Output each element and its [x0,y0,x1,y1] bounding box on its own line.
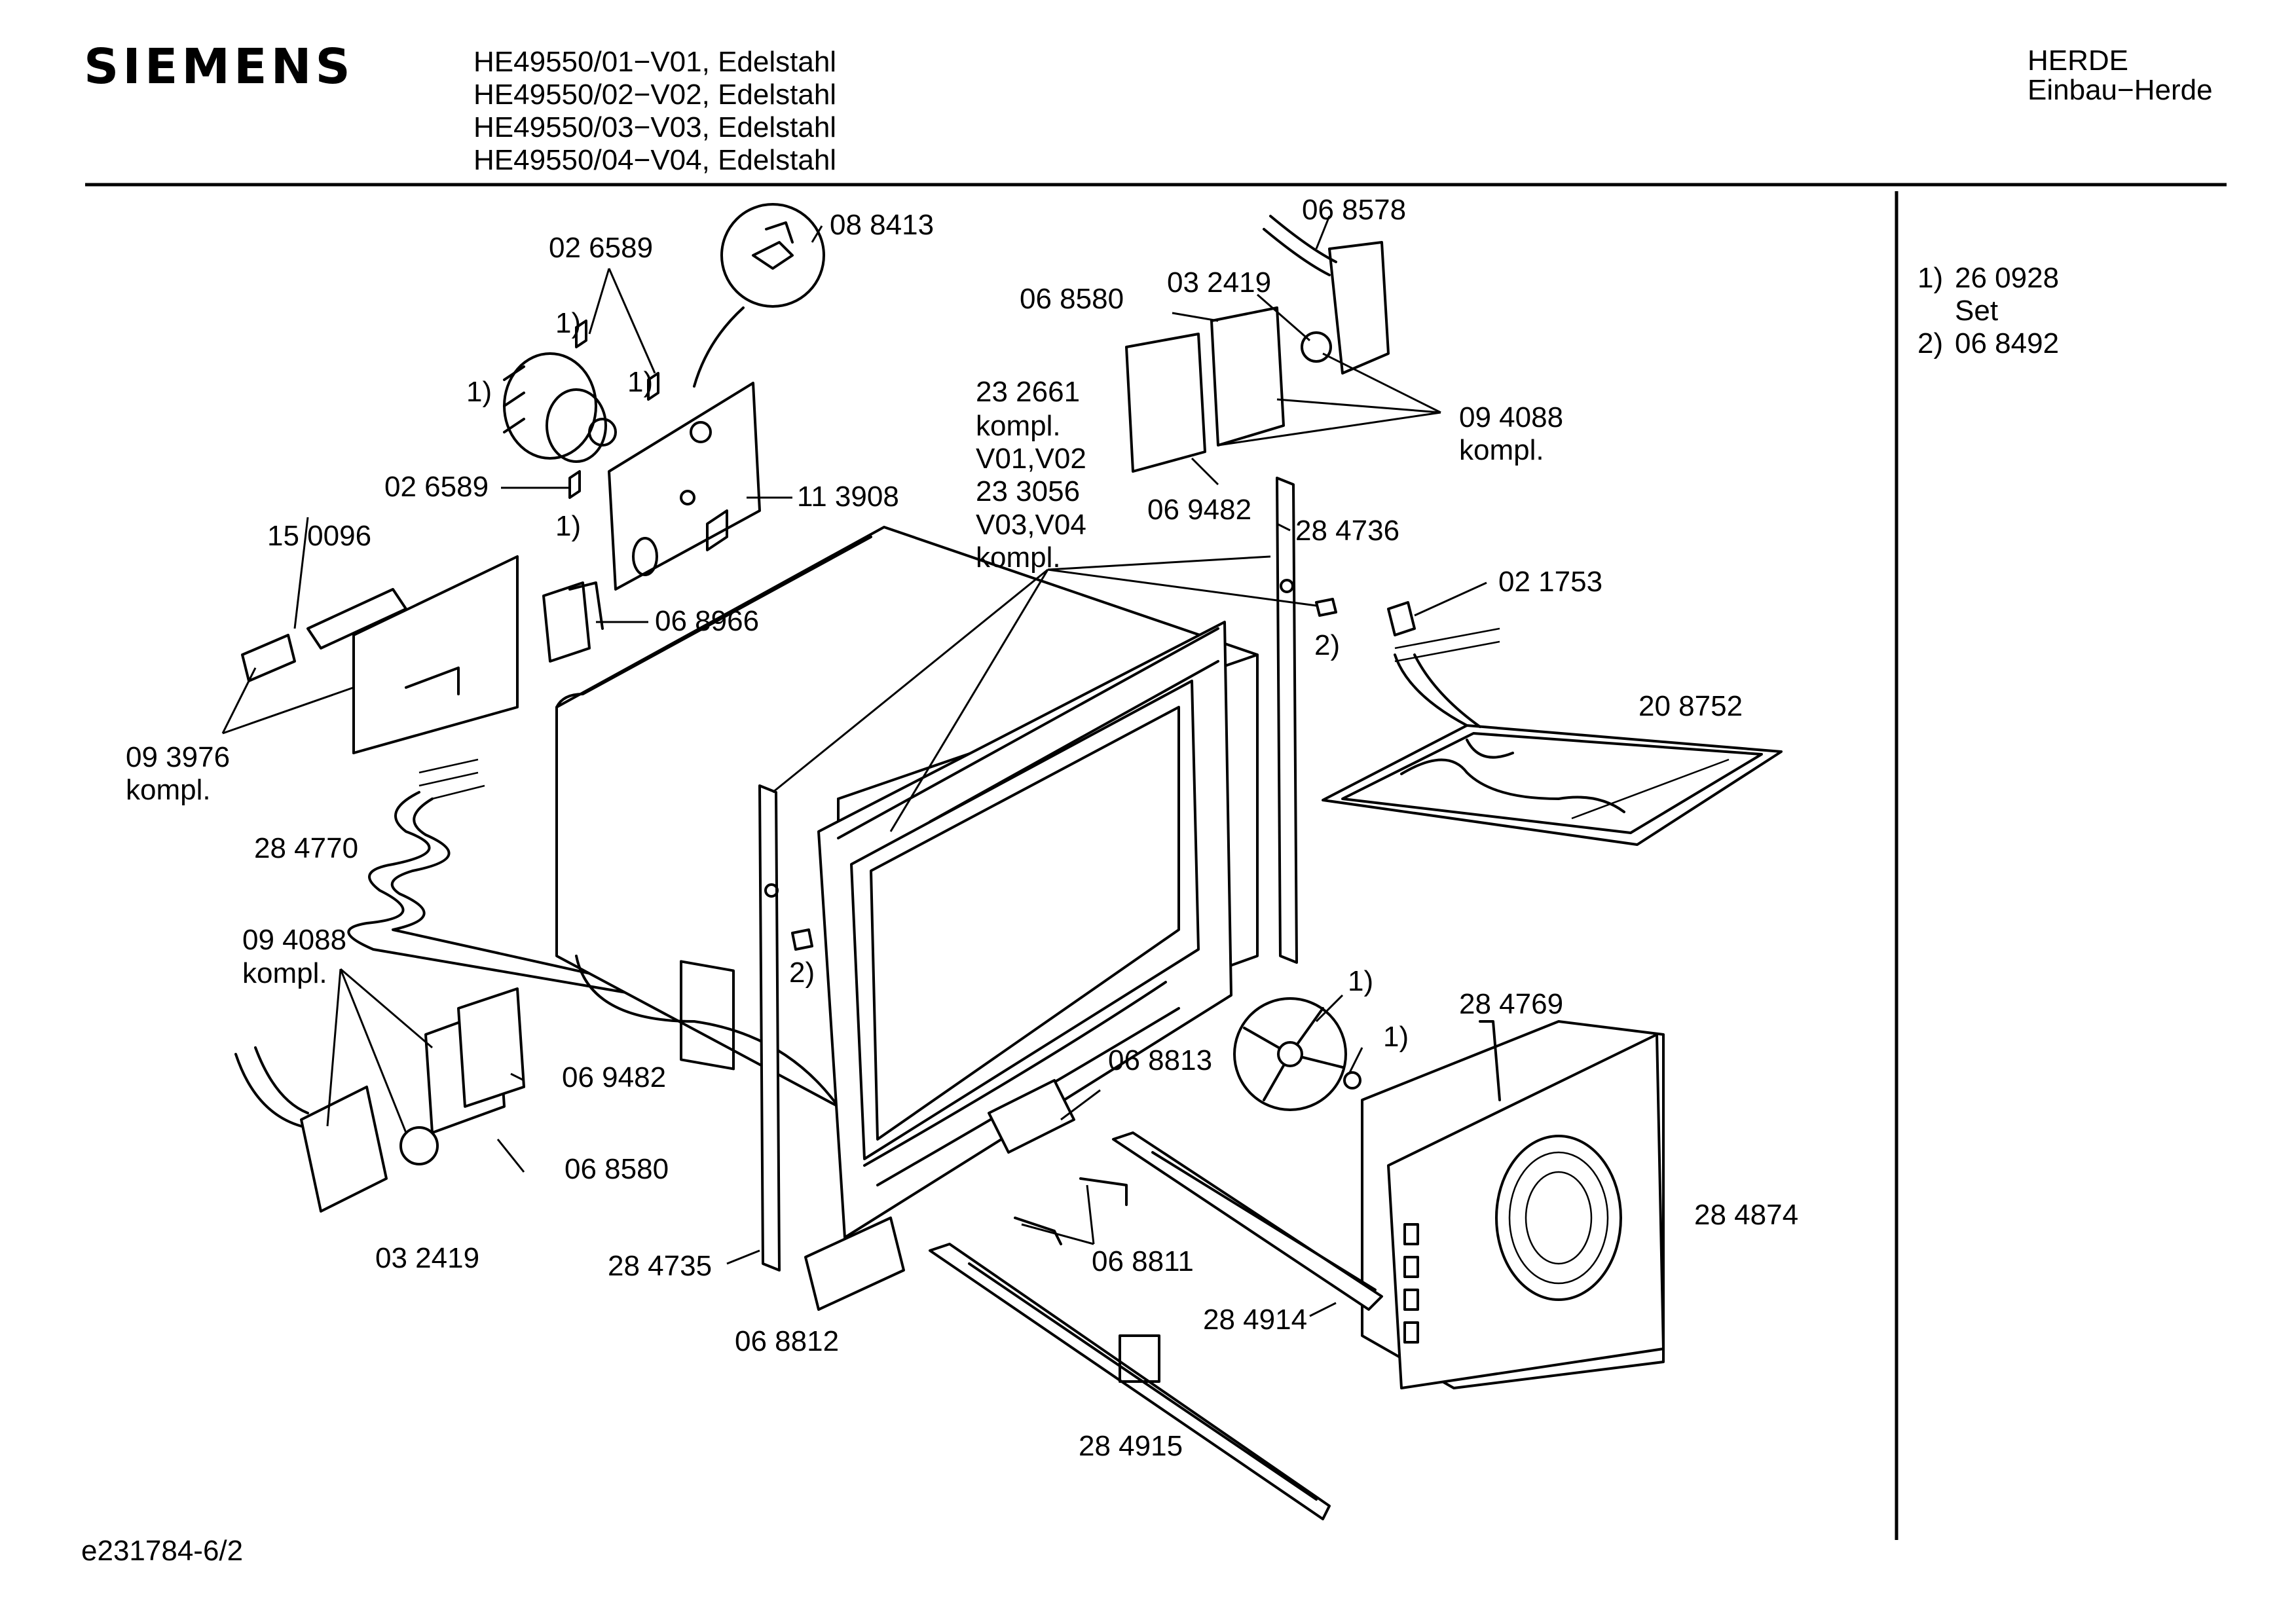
callout-label: kompl. [976,541,1061,574]
model-line-2: HE49550/02−V02, Edelstahl [473,79,837,111]
fan-cover [1361,1020,1665,1389]
thermostat-detail [693,203,825,388]
callout-label: 1) [627,366,654,398]
footnote-1-desc: Set [1955,295,1999,327]
callout-label: 06 8580 [565,1153,669,1185]
callout-label: 06 9482 [1147,494,1252,526]
callout-label: 2) [1314,629,1341,661]
callout-label: 28 4915 [1079,1430,1183,1462]
model-line-3: HE49550/03−V03, Edelstahl [473,111,837,143]
callout-label: 03 2419 [375,1242,480,1274]
callout-label: 06 8578 [1302,194,1407,226]
callout-label: 09 3976 [126,741,231,773]
switch-bracket [241,555,519,754]
callout-label: 09 4088 [242,924,347,956]
callout-label: 02 6589 [384,471,489,503]
callout-label: 06 9482 [562,1061,667,1093]
callout-label: 1) [466,376,492,408]
category-subtitle: Einbau−Herde [2028,74,2213,106]
footnote-2-marker: 2) [1917,327,1944,359]
mounting-plate [608,382,761,591]
callout-label: 06 8580 [1020,283,1124,315]
callout-label: 06 8812 [735,1325,840,1357]
callout-label: 02 6589 [549,232,654,264]
category-title: HERDE [2028,45,2129,77]
callout-label: 03 2419 [1167,266,1272,299]
callout-label: 28 4769 [1459,988,1564,1020]
callout-label: 2) [789,957,815,989]
callout-label: 11 3908 [797,481,899,513]
drawing-id: e231784-6/2 [81,1535,244,1567]
callout-label: 15 0096 [267,520,372,552]
callout-label: 1) [555,510,582,542]
callout-label: V03,V04 [976,509,1086,541]
footnote-1-part: 26 0928 [1955,262,2060,294]
callout-label: kompl. [976,410,1061,442]
callout-label: 1) [1348,965,1374,997]
callout-label: 1) [555,307,582,339]
telescopic-rails [929,1131,1383,1520]
footnote-2-part: 06 8492 [1955,327,2060,359]
right-side-rail [1276,477,1298,964]
callout-label: 23 2661 [976,376,1081,408]
motor-assembly [503,320,659,499]
callout-label: 06 8811 [1092,1245,1194,1277]
callout-label: 28 4736 [1295,515,1400,547]
siemens-logo: SIEMENS [84,39,354,95]
callout-label: V01,V02 [976,443,1086,475]
callout-label: 20 8752 [1639,690,1743,722]
callout-label: 06 8966 [655,605,760,637]
callout-label: 09 4088 [1459,401,1564,433]
footnote-1-marker: 1) [1917,262,1944,294]
callout-label: 23 3056 [976,475,1081,507]
left-side-rail [758,784,781,1272]
callout-label: 28 4735 [608,1250,713,1282]
callout-label: 08 8413 [830,209,935,241]
callout-label: 1) [1383,1021,1409,1053]
lamp-assembly-bottom [234,987,525,1213]
lamp-assembly-top [1125,215,1390,473]
callout-label: 28 4874 [1694,1199,1799,1231]
screw-parts [791,598,1416,951]
callout-label: kompl. [1459,434,1544,466]
callout-label: kompl. [126,774,211,806]
callout-label: 28 4770 [254,832,359,864]
relay-block [542,581,604,663]
front-frame [817,621,1232,1239]
callout-label: kompl. [242,957,327,989]
top-heating-element [1322,627,1783,846]
model-line-4: HE49550/04−V04, Edelstahl [473,144,837,176]
callout-label: 06 8813 [1108,1044,1213,1076]
shelf-support-parts [804,1079,1128,1311]
callout-label: 02 1753 [1498,566,1603,598]
leader-lines [221,215,1487,1317]
callout-label: 28 4914 [1203,1304,1308,1336]
model-line-1: HE49550/01−V01, Edelstahl [473,46,837,78]
fan-wheel [1233,997,1361,1111]
